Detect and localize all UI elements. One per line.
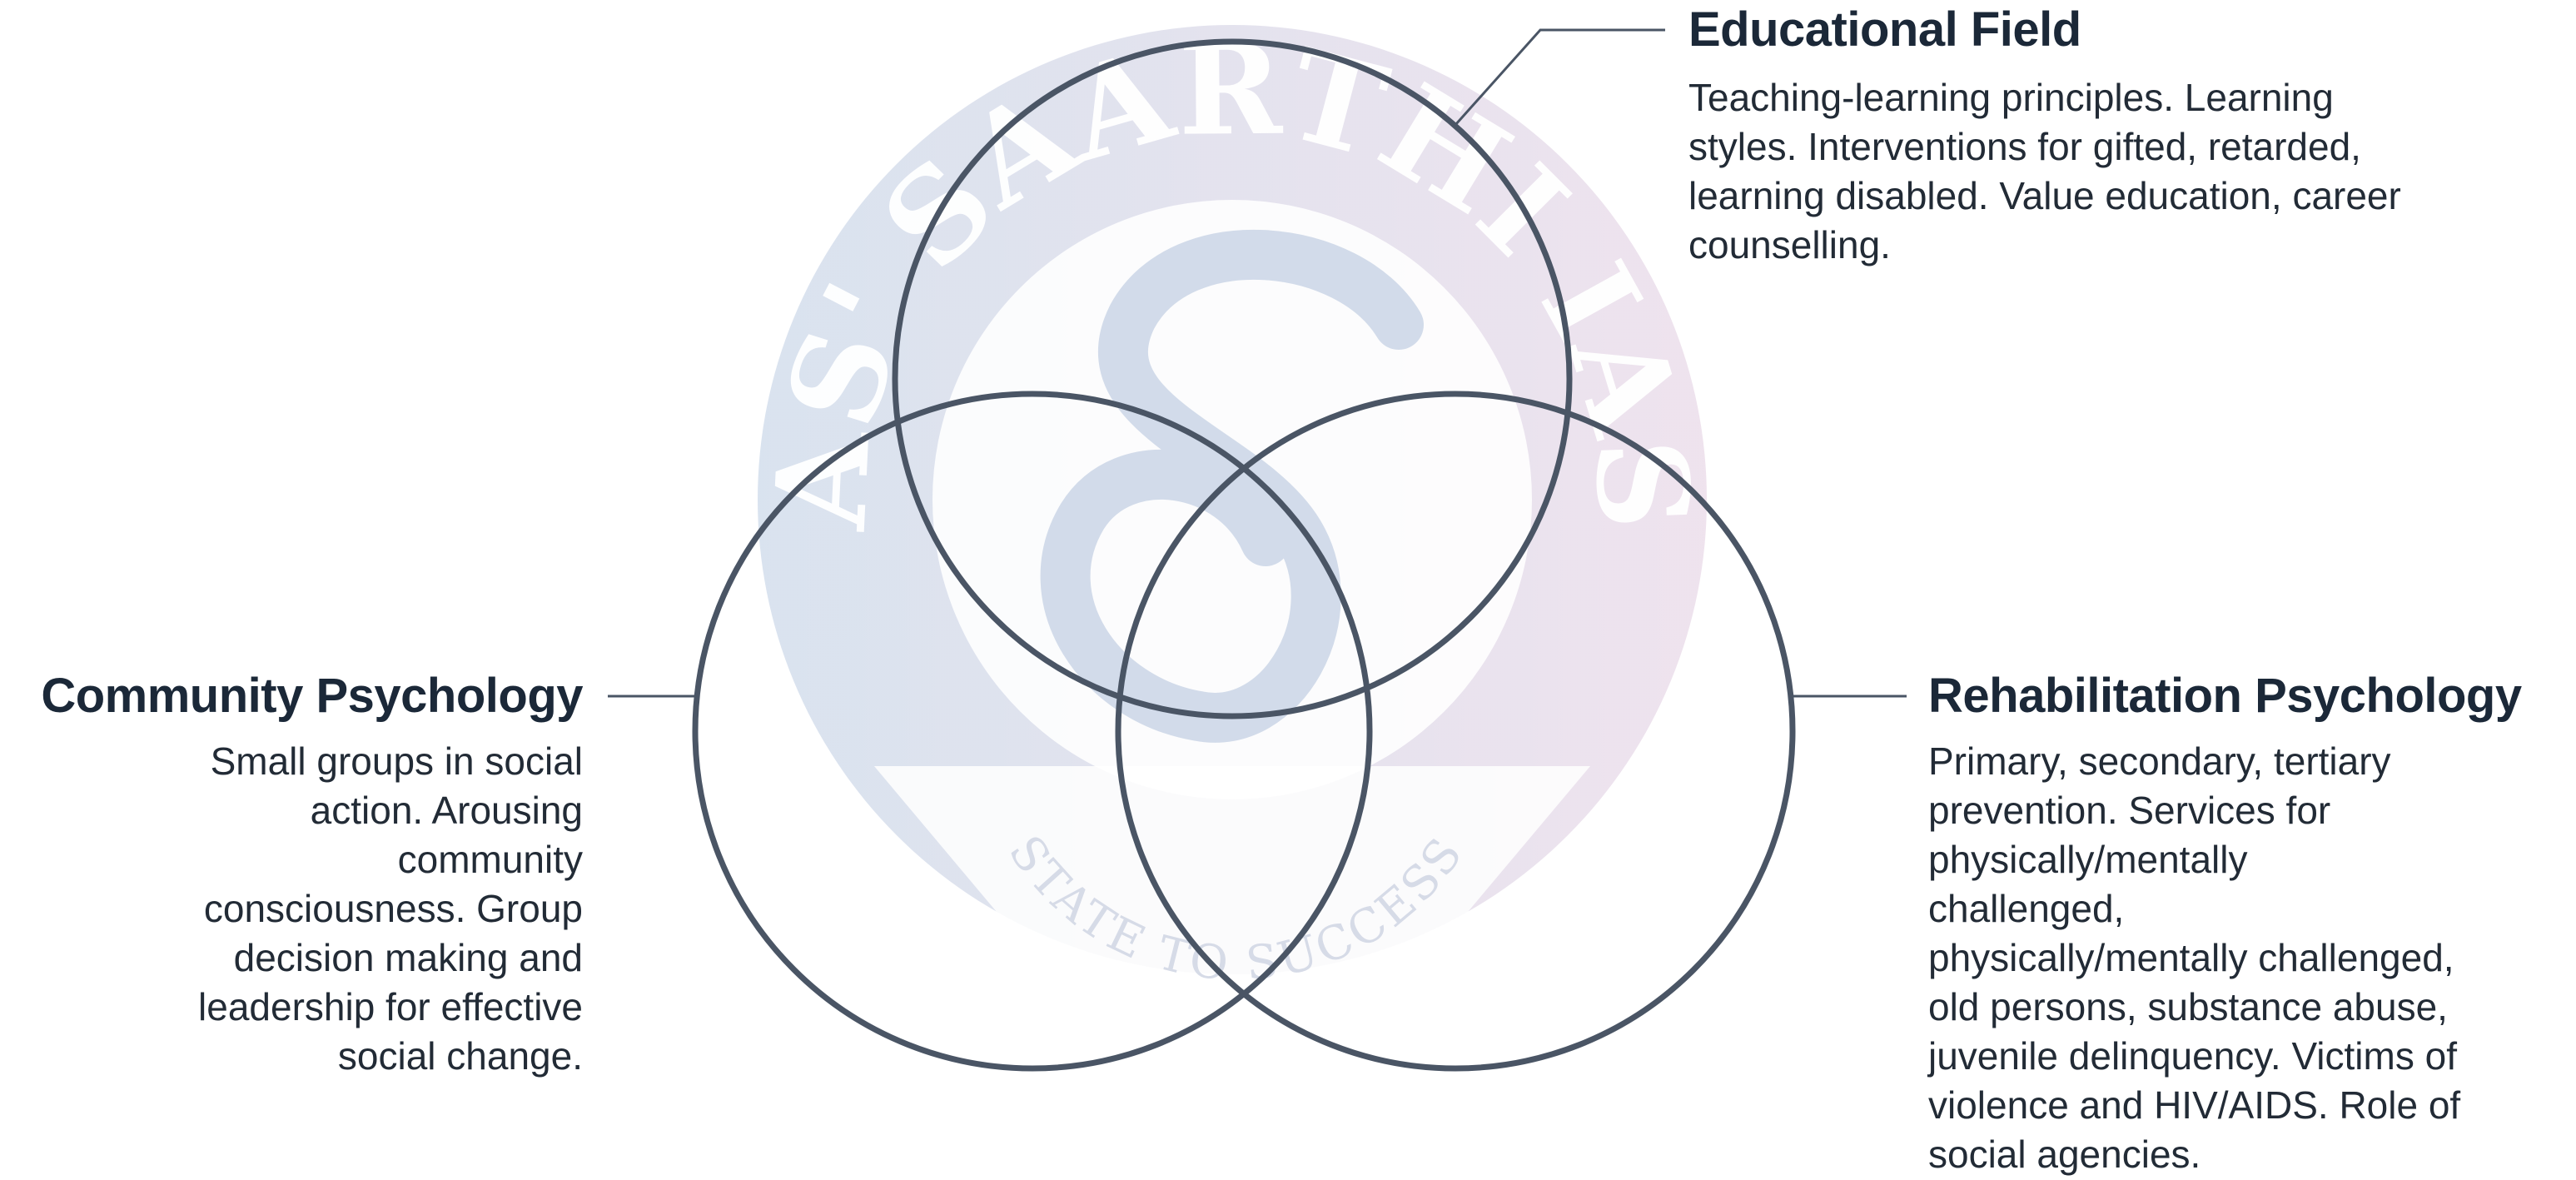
rehabilitation-circle <box>1115 391 1796 1072</box>
educational-description: Teaching-learning principles. Learning s… <box>1688 73 2538 270</box>
community-line: decision making and <box>233 936 583 979</box>
educational-connector <box>1454 28 1665 127</box>
community-line: leadership for effective <box>198 985 583 1028</box>
rehabilitation-line: social agencies. <box>1928 1133 2201 1176</box>
community-title: Community Psychology <box>41 669 583 723</box>
rehabilitation-line: physically/mentally <box>1928 838 2248 881</box>
watermark-logo: AS' SAARTHI IAS STATE TO SUCCESS <box>748 17 1717 992</box>
community-line: social change. <box>337 1034 583 1078</box>
rehabilitation-title: Rehabilitation Psychology <box>1928 669 2522 723</box>
community-line: action. Arousing <box>310 789 583 832</box>
educational-title: Educational Field <box>1688 2 2081 57</box>
rehabilitation-line: old persons, substance abuse, <box>1928 985 2448 1028</box>
educational-circle <box>892 38 1573 719</box>
watermark-lower-cutout <box>874 766 1590 974</box>
rehabilitation-line: Primary, secondary, tertiary <box>1928 739 2391 783</box>
community-circle <box>692 391 1373 1072</box>
educational-line: learning disabled. Value education, care… <box>1688 174 2401 217</box>
community-line: community <box>397 838 583 881</box>
community-line: Small groups in social <box>210 739 583 783</box>
educational-line: Teaching-learning principles. Learning <box>1688 76 2334 119</box>
community-description: Small groups in social action. Arousing … <box>33 737 583 1081</box>
educational-line: counselling. <box>1688 223 1891 266</box>
rehabilitation-line: prevention. Services for <box>1928 789 2331 832</box>
rehabilitation-line: juvenile delinquency. Victims of <box>1928 1034 2457 1078</box>
rehabilitation-line: violence and HIV/AIDS. Role of <box>1928 1083 2461 1127</box>
educational-line: styles. Interventions for gifted, retard… <box>1688 125 2361 168</box>
rehabilitation-line: physically/mentally challenged, <box>1928 936 2454 979</box>
rehabilitation-description: Primary, secondary, tertiary prevention.… <box>1928 737 2561 1179</box>
community-line: consciousness. Group <box>203 887 583 930</box>
watermark-monogram <box>1040 229 1424 743</box>
rehabilitation-line: challenged, <box>1928 887 2125 930</box>
